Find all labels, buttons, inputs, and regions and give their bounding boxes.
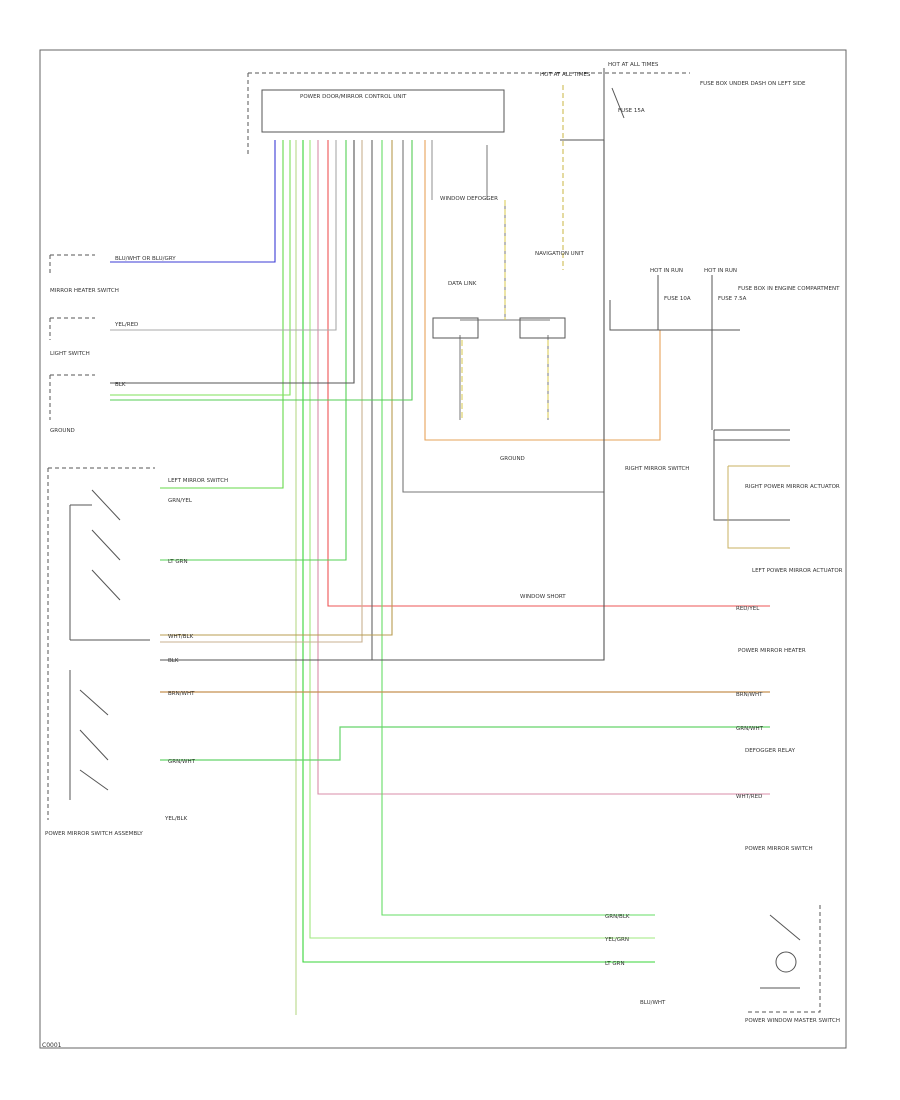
svg-text:BLU/WHT OR BLU/GRY: BLU/WHT OR BLU/GRY	[115, 256, 176, 262]
svg-text:FUSE 15A: FUSE 15A	[618, 108, 645, 114]
connector-window-short: WINDOW SHORT	[520, 594, 566, 600]
mirror-switch-assembly: LEFT MIRROR SWITCH POWER MIRROR SWITCH A…	[45, 467, 228, 837]
wire-olive	[160, 140, 393, 636]
wire-tan	[160, 140, 363, 643]
connector-data-link: DATA LINK	[448, 281, 477, 287]
top-bus-dashed	[247, 72, 690, 155]
light-switch: LIGHT SWITCH YEL/RED	[49, 317, 138, 357]
svg-text:POWER MIRROR SWITCH ASSEMBLY: POWER MIRROR SWITCH ASSEMBLY	[45, 831, 143, 837]
fuse-box-1: HOT AT ALL TIMES FUSE 15A	[560, 62, 659, 250]
svg-text:MIRROR HEATER SWITCH: MIRROR HEATER SWITCH	[50, 288, 119, 294]
hot-at-all-times-label: HOT AT ALL TIMES	[540, 72, 591, 78]
svg-text:GRN/YEL: GRN/YEL	[168, 498, 193, 504]
wire-black-2	[402, 140, 604, 493]
fuse-box-3: HOT IN RUN FUSE 7.5A	[704, 268, 747, 430]
wire-green-3	[160, 140, 347, 561]
svg-text:LIGHT SWITCH: LIGHT SWITCH	[50, 351, 90, 357]
power-mirror-switch-label: POWER MIRROR SWITCH	[745, 846, 813, 852]
wire-green-1	[160, 140, 284, 489]
wire-red	[327, 140, 770, 607]
svg-text:BLK: BLK	[168, 658, 179, 664]
svg-text:RED/YEL: RED/YEL	[736, 606, 760, 612]
mirror-heater-switch: MIRROR HEATER SWITCH BLU/WHT OR BLU/GRY	[49, 254, 176, 294]
svg-text:GROUND: GROUND	[50, 428, 75, 434]
wire-orange	[424, 140, 661, 441]
fuse-box-note-1: FUSE BOX UNDER DASH ON LEFT SIDE	[700, 81, 806, 87]
left-mirror-actuator: LEFT POWER MIRROR ACTUATOR	[752, 568, 843, 574]
svg-text:YEL/BLK: YEL/BLK	[164, 816, 188, 822]
ground-connector: GROUND BLK	[49, 374, 126, 434]
wire-dk	[110, 140, 355, 384]
wire-green-4	[381, 140, 655, 916]
wire-green-horizontal	[160, 726, 770, 761]
svg-text:LT GRN: LT GRN	[168, 559, 188, 565]
control-unit-label: POWER DOOR/MIRROR CONTROL UNIT	[300, 94, 407, 100]
wire-blue	[110, 140, 276, 263]
diagram-frame	[39, 49, 847, 1049]
defogger-relay	[432, 317, 566, 339]
svg-text:RIGHT POWER MIRROR ACTUATOR: RIGHT POWER MIRROR ACTUATOR	[745, 484, 840, 490]
wire-labels: GRN/YEL LT GRN WHT/BLK BLK BRN/WHT GRN/W…	[164, 498, 764, 1006]
power-mirror-heater: POWER MIRROR HEATER	[738, 648, 806, 654]
wire-lt-green	[309, 140, 655, 939]
svg-text:YEL/GRN: YEL/GRN	[604, 937, 629, 943]
connector-ground: GROUND	[500, 456, 525, 462]
switch-label-right: RIGHT MIRROR SWITCH	[625, 466, 689, 472]
svg-text:HOT IN RUN: HOT IN RUN	[704, 268, 737, 274]
svg-text:BRN/WHT: BRN/WHT	[736, 692, 763, 698]
svg-text:GRN/WHT: GRN/WHT	[736, 726, 764, 732]
defogger-relay-label: DEFOGGER RELAY	[745, 748, 796, 754]
fuse-box-2: HOT IN RUN FUSE 10A	[609, 268, 740, 331]
svg-text:BLU/WHT: BLU/WHT	[640, 1000, 666, 1006]
svg-text:HOT IN RUN: HOT IN RUN	[650, 268, 683, 274]
wire-pink	[317, 140, 770, 795]
svg-text:LT GRN: LT GRN	[605, 961, 625, 967]
svg-text:GRN/WHT: GRN/WHT	[168, 759, 196, 765]
wire-green-2	[110, 140, 291, 396]
svg-text:WHT/BLK: WHT/BLK	[168, 634, 194, 640]
wire-yellow-vertical	[461, 200, 549, 420]
wire-gray	[110, 140, 337, 331]
power-window-master-switch-label: POWER WINDOW MASTER SWITCH	[745, 1018, 840, 1024]
svg-text:WHT/RED: WHT/RED	[736, 794, 762, 800]
connector-navigation-unit: NAVIGATION UNIT	[535, 251, 584, 257]
connector-window-defogger: WINDOW DEFOGGER	[440, 196, 498, 202]
mirror-motor	[745, 905, 821, 1013]
footer-code: C0001	[42, 1042, 62, 1049]
svg-text:FUSE 10A: FUSE 10A	[664, 296, 691, 302]
wire-black-vertical	[160, 140, 605, 661]
svg-text:LEFT MIRROR SWITCH: LEFT MIRROR SWITCH	[168, 478, 228, 484]
right-mirror-actuator: RIGHT POWER MIRROR ACTUATOR	[713, 429, 840, 549]
svg-text:FUSE 7.5A: FUSE 7.5A	[718, 296, 747, 302]
svg-text:BLK: BLK	[115, 382, 126, 388]
svg-text:BRN/WHT: BRN/WHT	[168, 691, 195, 697]
svg-text:YEL/RED: YEL/RED	[114, 322, 138, 328]
svg-text:HOT AT ALL TIMES: HOT AT ALL TIMES	[608, 62, 659, 68]
svg-text:GRN/BLK: GRN/BLK	[605, 914, 630, 920]
fuse-box-note-2: FUSE BOX IN ENGINE COMPARTMENT	[738, 286, 840, 292]
wire-green-long	[302, 140, 655, 963]
wire-green-5	[110, 140, 413, 401]
